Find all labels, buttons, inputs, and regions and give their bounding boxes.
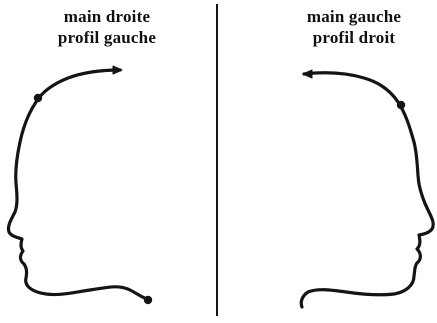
left-end-dot: [143, 295, 153, 305]
left-caption-line1: main droite: [63, 7, 151, 26]
center-divider: [216, 4, 218, 316]
left-caption-line2: profil gauche: [57, 28, 157, 47]
right-profile-outline: [299, 71, 435, 309]
left-caption: main droite profil gauche: [32, 6, 182, 48]
right-caption: main gauche profil droit: [279, 6, 429, 48]
right-caption-line1: main gauche: [306, 7, 402, 26]
left-profile-drawing: [6, 65, 153, 305]
right-caption-line2: profil droit: [312, 28, 396, 47]
left-start-arrow: [112, 65, 123, 75]
right-profile-drawing: [299, 69, 435, 309]
left-forehead-dot: [33, 93, 43, 103]
right-forehead-dot: [396, 100, 406, 110]
left-profile-outline: [6, 68, 152, 302]
right-start-arrow: [302, 69, 313, 79]
